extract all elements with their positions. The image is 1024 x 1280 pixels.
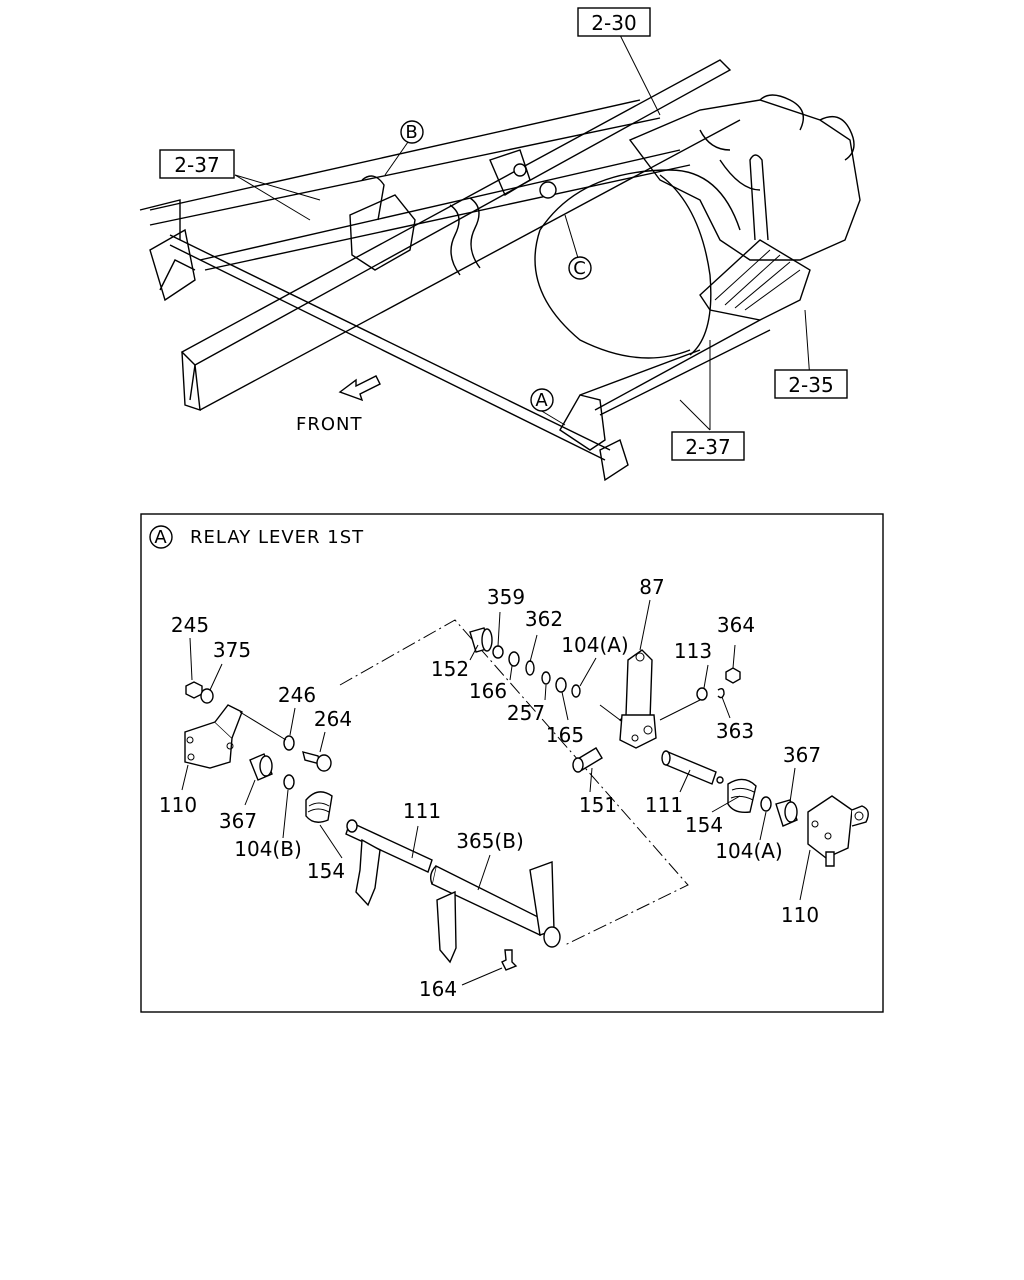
part-111-left-label: 111	[403, 799, 441, 823]
circle-b-text: B	[405, 122, 418, 143]
part-151-label: 151	[579, 793, 617, 817]
detail-circle-text: A	[154, 527, 167, 548]
callout-2-30: 2-30	[577, 7, 651, 37]
overview-illustration	[139, 59, 861, 482]
detail-title: A RELAY LEVER 1ST	[149, 525, 364, 549]
circle-marker-a: A	[530, 388, 554, 412]
part-375-label: 375	[213, 638, 251, 662]
detail-frame	[140, 513, 884, 1013]
part-87-label: 87	[639, 575, 664, 599]
circle-a-text: A	[535, 390, 548, 411]
part-110-right-label: 110	[781, 903, 819, 927]
part-359-label: 359	[487, 585, 525, 609]
detail-title-text: RELAY LEVER 1ST	[190, 527, 364, 548]
overview-leaders	[234, 34, 811, 431]
circle-marker-c: C	[568, 256, 592, 280]
part-labels: 245 375 246 264 110 367 104(B) 154 111 3…	[159, 575, 821, 1001]
part-245-label: 245	[171, 613, 209, 637]
part-166-label: 166	[469, 679, 507, 703]
detail-leaders	[181, 599, 811, 986]
part-113-label: 113	[674, 639, 712, 663]
part-367-left-label: 367	[219, 809, 257, 833]
callout-2-35-text: 2-35	[788, 373, 833, 397]
part-152-label: 152	[431, 657, 469, 681]
part-363-label: 363	[716, 719, 754, 743]
part-164-label: 164	[419, 977, 457, 1001]
part-154-left-label: 154	[307, 859, 345, 883]
part-165-label: 165	[546, 723, 584, 747]
callout-2-37-top: 2-37	[159, 149, 235, 179]
front-label: FRONT	[296, 414, 363, 435]
part-246-label: 246	[278, 683, 316, 707]
part-365b-label: 365(B)	[456, 829, 524, 853]
circle-marker-b: B	[400, 120, 424, 144]
part-111-right-label: 111	[645, 793, 683, 817]
callout-2-37-bottom-text: 2-37	[685, 435, 730, 459]
detail-parts	[184, 627, 869, 971]
part-154-right-label: 154	[685, 813, 723, 837]
part-257-label: 257	[507, 701, 545, 725]
part-364-label: 364	[717, 613, 755, 637]
callout-2-30-text: 2-30	[591, 11, 636, 35]
circle-c-text: C	[573, 258, 587, 279]
part-264-label: 264	[314, 707, 352, 731]
callout-2-37-bottom: 2-37	[671, 431, 745, 461]
part-110-left-label: 110	[159, 793, 197, 817]
part-104b-label: 104(B)	[234, 837, 302, 861]
part-362-label: 362	[525, 607, 563, 631]
part-104a-bottom-label: 104(A)	[715, 839, 782, 863]
part-104a-top-label: 104(A)	[561, 633, 628, 657]
callout-2-37-top-text: 2-37	[174, 153, 219, 177]
part-367-right-label: 367	[783, 743, 821, 767]
assembly-outline	[339, 619, 689, 946]
callout-2-35: 2-35	[774, 369, 848, 399]
